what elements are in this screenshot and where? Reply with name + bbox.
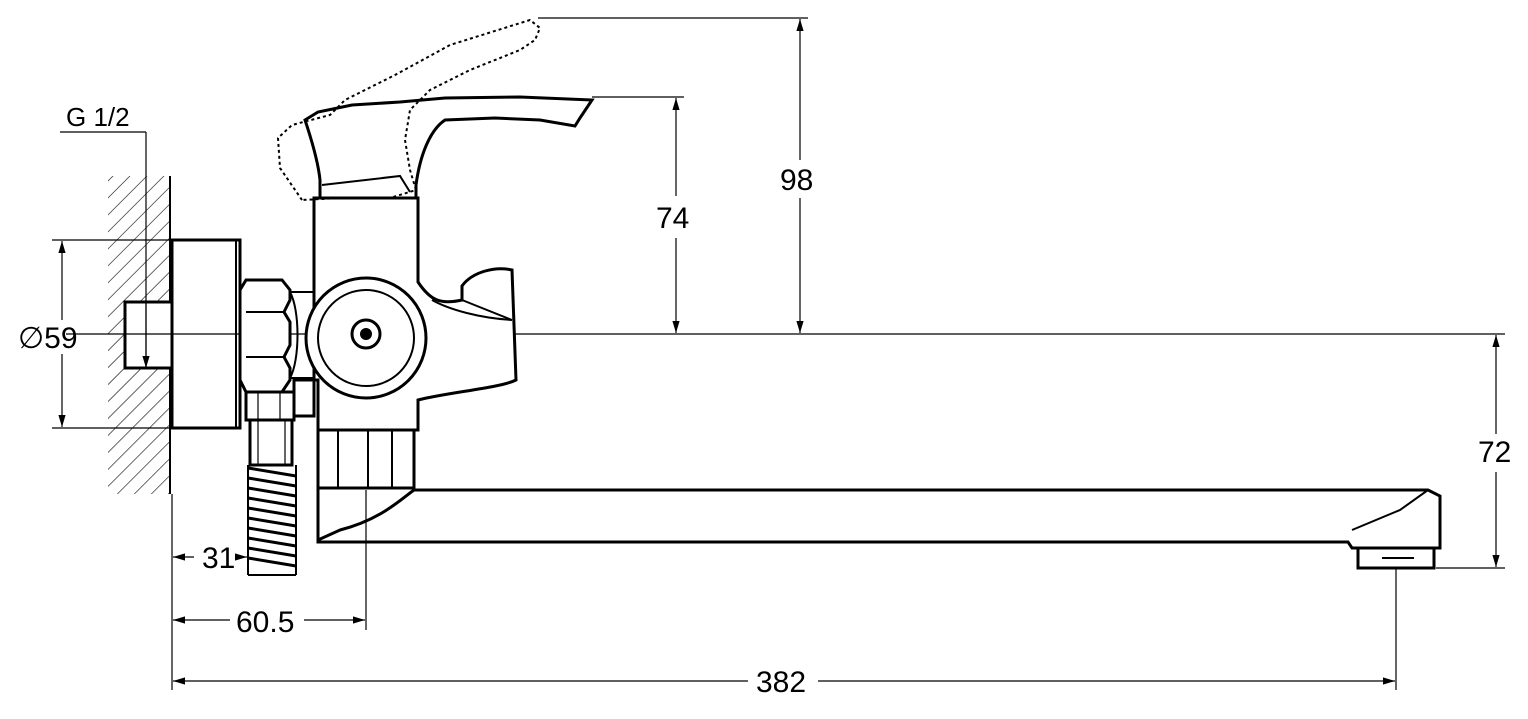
body-offset-label: 60.5 — [236, 606, 294, 639]
diameter-dimension: ∅59 — [18, 239, 172, 429]
hex-nut — [238, 278, 314, 394]
spout-height-dimension: 72 — [1436, 335, 1511, 569]
lever-height-dimension: 74 — [592, 96, 689, 333]
lever-raised-height-label: 98 — [780, 164, 813, 197]
diameter-label: ∅59 — [18, 322, 78, 355]
lever-handle — [303, 95, 595, 200]
hose-offset-dimension: 31 — [171, 494, 247, 690]
hose-offset-label: 31 — [202, 542, 235, 575]
lever-height-label: 74 — [656, 202, 689, 235]
spout-height-label: 72 — [1478, 436, 1511, 469]
diverter-knob — [304, 276, 428, 400]
thread-callout: G 1/2 — [60, 102, 150, 368]
spout-length-dimension: 382 — [173, 568, 1397, 699]
shower-hose — [247, 418, 297, 576]
spout — [316, 428, 1442, 570]
thread-label: G 1/2 — [66, 102, 130, 132]
lever-raised-outline — [276, 18, 542, 202]
spout-length-label: 382 — [756, 666, 806, 699]
lever-raised-height-dimension: 98 — [538, 17, 813, 333]
body-offset-dimension: 60.5 — [173, 490, 367, 639]
